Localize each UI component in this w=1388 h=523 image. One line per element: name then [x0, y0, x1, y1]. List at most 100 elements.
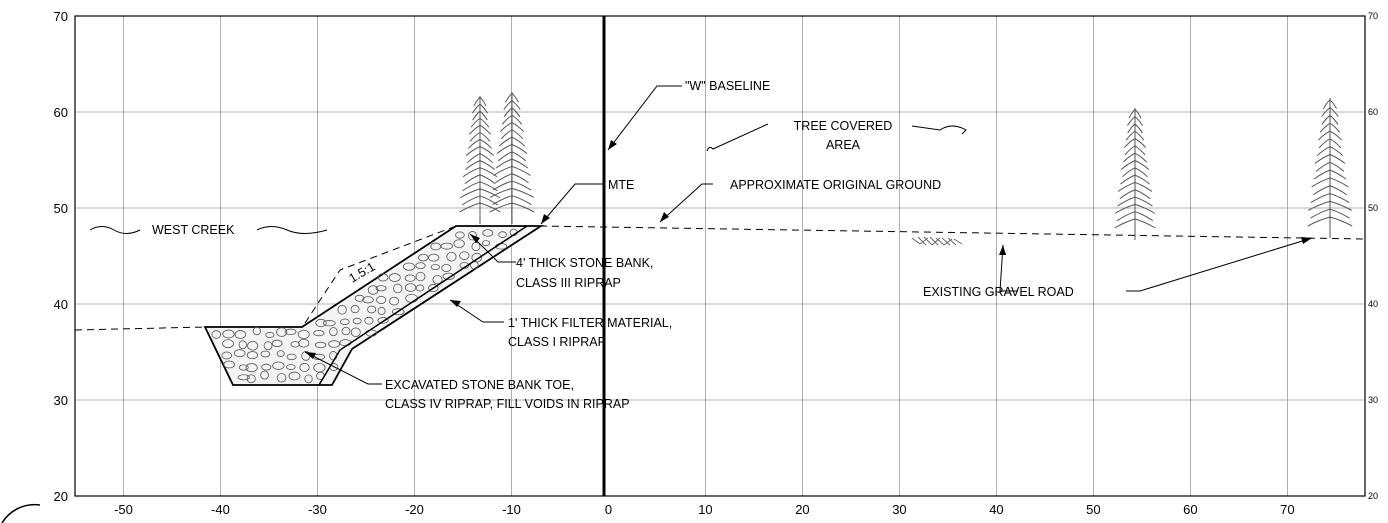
riprap-stone — [481, 240, 491, 247]
tree-branch — [1120, 160, 1136, 170]
leader-lines — [89, 85, 1313, 385]
tree-branch — [1329, 122, 1341, 133]
tree-branch — [1329, 115, 1339, 125]
tree-branch — [1127, 123, 1136, 134]
riprap-stone — [221, 351, 232, 360]
tree-branch — [1114, 203, 1136, 214]
tree-branch — [479, 117, 490, 128]
tree-branch — [1318, 130, 1331, 141]
tree-branch — [500, 129, 513, 140]
riprap-stone — [352, 317, 362, 325]
trees — [459, 92, 1353, 240]
riprap-stone — [222, 329, 235, 339]
tree-branch — [504, 92, 513, 103]
tree-branch — [1134, 108, 1142, 119]
riprap-stone — [238, 340, 247, 350]
riprap-stone — [364, 316, 374, 325]
x-tick-label: 0 — [605, 502, 612, 517]
x-tick-label: -20 — [405, 502, 424, 517]
x-tick-label: 60 — [1183, 502, 1197, 517]
tree-branch — [511, 187, 534, 198]
riprap-stone — [404, 283, 417, 292]
tree-branch — [1329, 130, 1342, 141]
riprap-stone — [252, 326, 262, 336]
riprap-stone — [261, 363, 272, 371]
west-creek-label: WEST CREEK — [152, 223, 235, 237]
toe-label-line1: EXCAVATED STONE BANK TOE, — [385, 378, 574, 392]
riprap-stone — [362, 296, 374, 304]
y-tick-label: 20 — [54, 489, 68, 504]
riprap-stone — [288, 371, 301, 381]
tree-branch — [511, 122, 524, 132]
tree-branch — [479, 131, 491, 142]
riprap-stone — [375, 285, 387, 292]
x-tick-label: -40 — [211, 502, 230, 517]
tree-branch — [511, 158, 529, 169]
tree-branch — [465, 146, 481, 156]
riprap-stone — [260, 350, 271, 358]
tree-branch — [465, 160, 481, 171]
riprap-stone — [211, 330, 222, 339]
tree-branch — [495, 158, 513, 169]
x-tick-label: 40 — [989, 502, 1003, 517]
riprap-stone — [440, 242, 453, 250]
tree-branch — [473, 96, 481, 107]
riprap-stone — [453, 239, 465, 248]
x-tick-label: -10 — [502, 502, 521, 517]
tree-branch — [1114, 218, 1136, 229]
filter-label-line1: 1' THICK FILTER MATERIAL, — [508, 316, 672, 330]
tree-branch — [479, 202, 501, 213]
riprap-stone — [297, 329, 310, 339]
tree-branch — [1311, 177, 1331, 188]
tree-branch — [1123, 138, 1136, 148]
riprap-stones — [211, 228, 518, 384]
right-tick-label: 70 — [1368, 11, 1378, 21]
tree-branch — [493, 165, 513, 176]
tree-branch — [1128, 108, 1136, 119]
riprap-stone — [313, 330, 325, 337]
riprap-stone — [446, 251, 457, 262]
tree-branch — [511, 151, 527, 162]
baseline-label: "W" BASELINE — [685, 79, 770, 93]
tree-branch — [511, 165, 531, 176]
tree-branch — [1321, 107, 1331, 117]
tree-branch — [1313, 169, 1331, 180]
tree-branch — [1313, 185, 1331, 196]
riprap-stone — [328, 340, 341, 348]
tree-branch — [459, 202, 481, 213]
riprap-stone — [260, 370, 269, 380]
tree-branch — [501, 114, 513, 125]
filter-layer-line — [318, 225, 528, 386]
tree-branch — [1329, 99, 1338, 110]
tree-branch — [1329, 154, 1346, 164]
riprap-stone — [354, 294, 365, 302]
tree-branch — [479, 188, 501, 199]
riprap-stone — [442, 272, 455, 280]
riprap-stone — [341, 326, 351, 336]
tree-branch — [1329, 193, 1350, 203]
tree-branch — [472, 103, 481, 114]
tree-branch — [490, 187, 513, 198]
tree-branch — [511, 107, 521, 118]
tree-branch — [1319, 122, 1331, 133]
tree-branch — [500, 122, 513, 132]
riprap-stone — [467, 231, 477, 241]
toe-label-line2: CLASS IV RIPRAP, FILL VOIDS IN RIPRAP — [385, 397, 630, 411]
x-tick-label: 50 — [1086, 502, 1100, 517]
gravel-road-label: EXISTING GRAVEL ROAD — [923, 285, 1074, 299]
tree-branch — [1308, 200, 1331, 211]
original-ground-line — [74, 225, 1366, 331]
riprap-stone — [276, 350, 285, 357]
tree-branch — [1329, 107, 1339, 117]
tree-branch — [479, 124, 492, 135]
tree-branch — [511, 202, 535, 213]
tree-branch — [1125, 130, 1136, 141]
filter-label-line2: CLASS I RIPRAP — [508, 335, 606, 349]
riprap-stone — [246, 374, 256, 384]
riprap-stone — [441, 263, 452, 272]
riprap-stone — [482, 229, 494, 237]
tree-branch — [1134, 116, 1143, 126]
tree-branch — [1122, 152, 1136, 163]
riprap-stone — [247, 340, 259, 351]
